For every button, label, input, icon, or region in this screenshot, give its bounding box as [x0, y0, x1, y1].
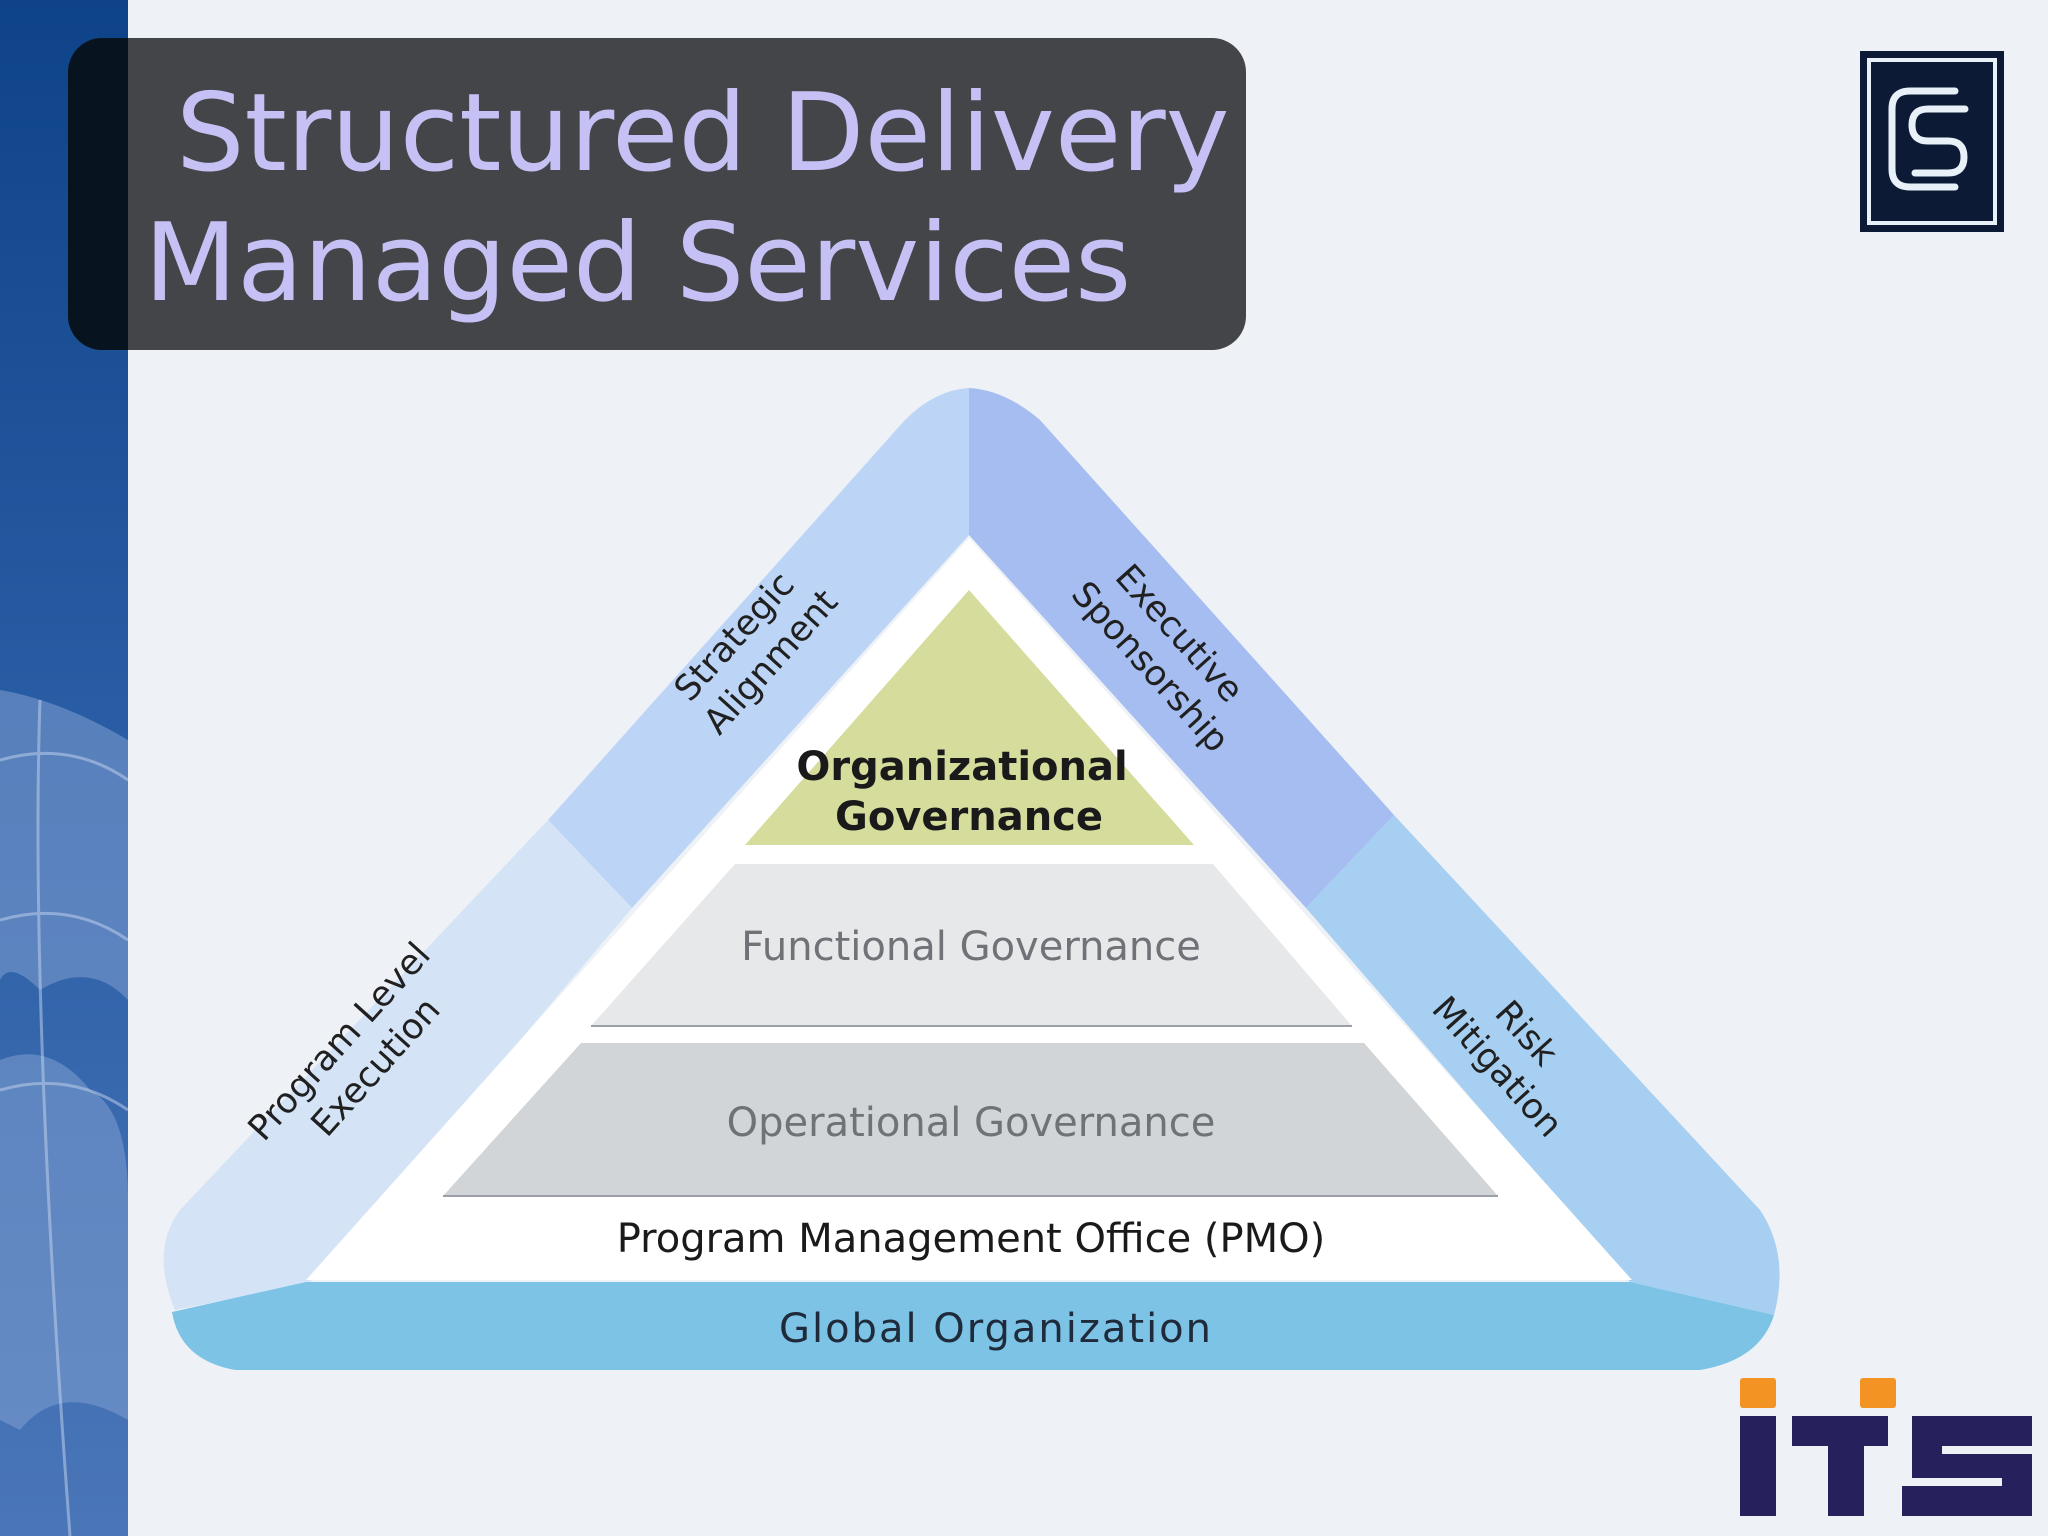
its-logo [1740, 1378, 2032, 1516]
segment-risk-mitigation [1306, 815, 1780, 1315]
segment-strategic-alignment [548, 388, 969, 908]
segment-executive-sponsorship [969, 388, 1394, 908]
slide-title-line-2: Managed Services [144, 201, 1132, 326]
level-functional-governance [591, 864, 1352, 1026]
ccs-logo [1860, 51, 2004, 232]
label-program-management-office: Program Management Office (PMO) [617, 1216, 1326, 1262]
label-functional-governance: Functional Governance [741, 924, 1201, 970]
level-organizational-governance [745, 590, 1194, 845]
segment-program-level-execution [163, 820, 633, 1310]
label-organizational-governance: Organizational Governance [796, 744, 1141, 840]
level-operational-governance [443, 1043, 1498, 1196]
label-global-organization: Global Organization [779, 1306, 1213, 1352]
title-box [68, 38, 1246, 350]
slide-title-line-1: Structured Delivery [176, 71, 1230, 196]
segment-global-organization [172, 1282, 1774, 1370]
label-operational-governance: Operational Governance [727, 1100, 1216, 1146]
